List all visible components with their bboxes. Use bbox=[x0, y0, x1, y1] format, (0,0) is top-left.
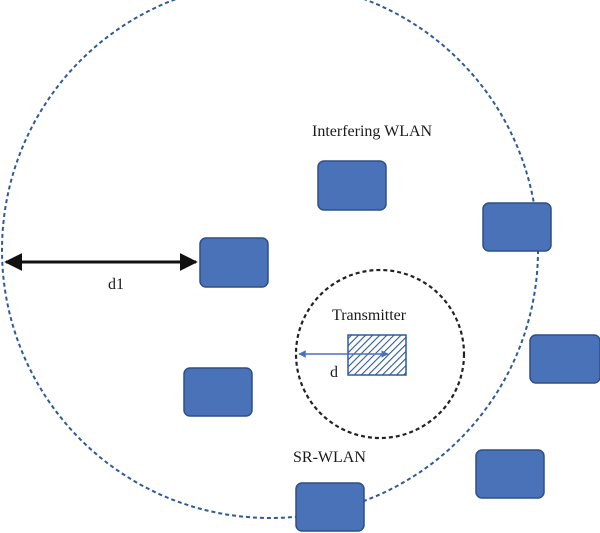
transmitter-node bbox=[347, 334, 407, 376]
wlan-node bbox=[199, 237, 269, 288]
wlan-node bbox=[475, 449, 545, 499]
sr-wlan-range-circle bbox=[1, 0, 539, 519]
d-label: d bbox=[330, 364, 338, 381]
wlan-nodes bbox=[183, 160, 600, 532]
wlan-node bbox=[295, 482, 365, 532]
sr-wlan-label: SR-WLAN bbox=[293, 449, 366, 466]
d1-label: d1 bbox=[108, 276, 124, 293]
wlan-node bbox=[317, 160, 387, 211]
wlan-node bbox=[529, 334, 600, 384]
interfering-wlan-label: Interfering WLAN bbox=[312, 123, 433, 140]
transmitter-range-circle bbox=[294, 268, 466, 440]
transmitter-label: Transmitter bbox=[332, 307, 407, 324]
wlan-node bbox=[482, 202, 552, 252]
wlan-node bbox=[183, 367, 253, 417]
